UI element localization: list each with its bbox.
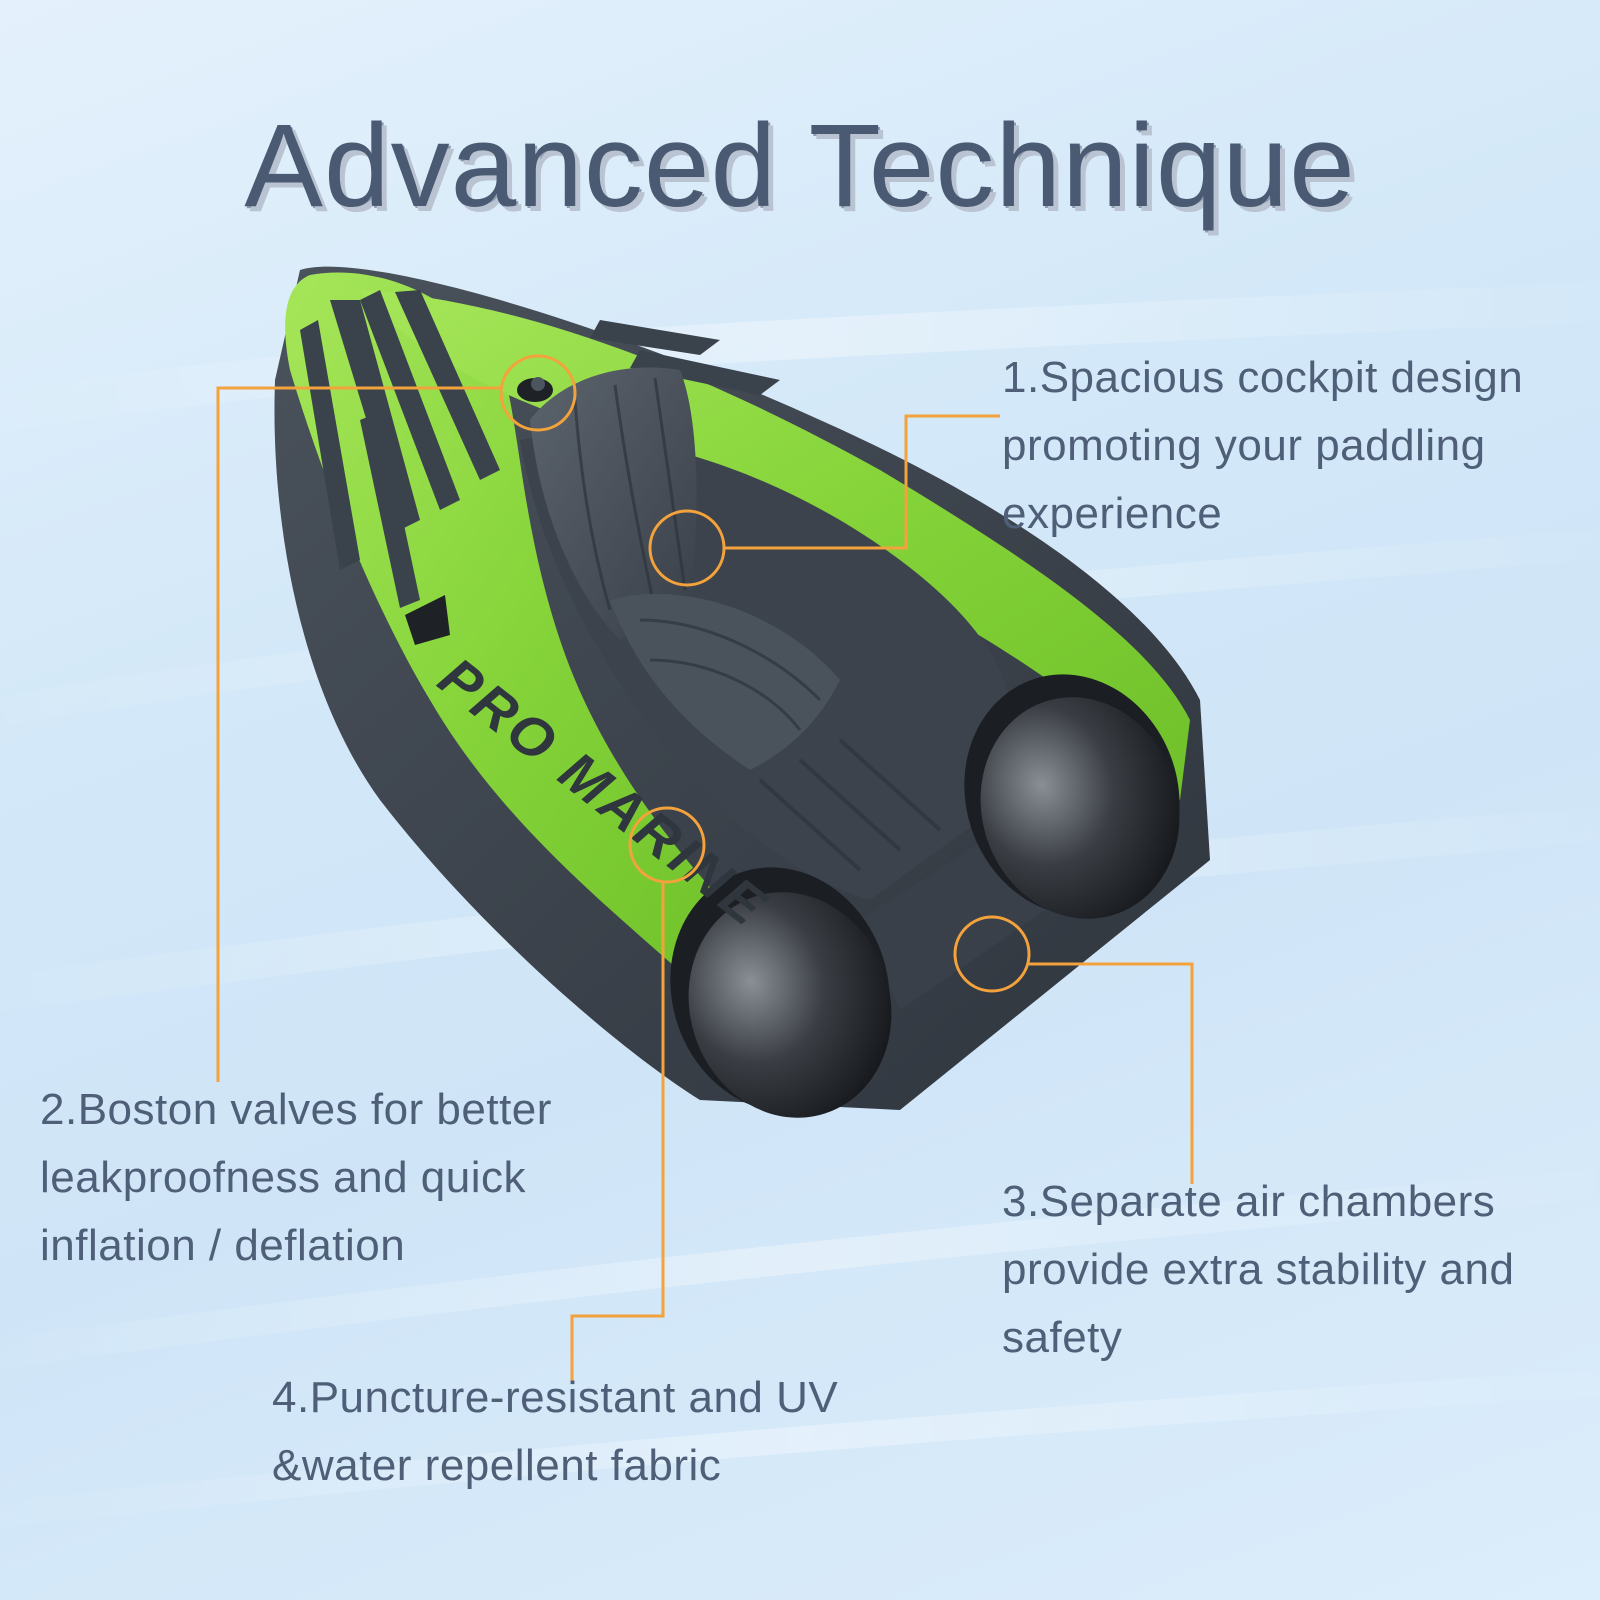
feature-chambers-line-2: provide extra stability and — [1002, 1245, 1515, 1294]
bow-stripes — [300, 290, 780, 608]
feature-cockpit: 1.Spacious cockpit design promoting your… — [1002, 344, 1600, 548]
feature-valves-line-2: leakproofness and quick — [40, 1153, 527, 1202]
callout-marker-valve — [499, 354, 577, 432]
callout-marker-fabric — [628, 806, 706, 884]
left-end-cap — [670, 867, 892, 1118]
d-ring-icon — [405, 595, 450, 645]
feature-cockpit-line-3: experience — [1002, 489, 1223, 538]
callout-lines — [216, 354, 1194, 1382]
feature-fabric-line-1: 4.Puncture-resistant and UV — [272, 1373, 839, 1422]
page-title: Advanced Technique — [244, 100, 1356, 232]
seat-back — [530, 367, 697, 640]
feature-valves: 2.Boston valves for better leakproofness… — [40, 1076, 660, 1280]
valve-icon — [517, 377, 553, 402]
feature-valves-line-3: inflation / deflation — [40, 1221, 406, 1270]
feature-chambers-line-1: 3.Separate air chambers — [1002, 1177, 1496, 1226]
callout-marker-chambers — [953, 915, 1031, 993]
feature-valves-line-1: 2.Boston valves for better — [40, 1085, 552, 1134]
right-end-cap — [964, 674, 1180, 919]
feature-chambers: 3.Separate air chambers provide extra st… — [1002, 1168, 1592, 1372]
seat-cushion — [610, 593, 840, 770]
feature-chambers-line-3: safety — [1002, 1313, 1123, 1362]
feature-cockpit-line-1: 1.Spacious cockpit design — [1002, 353, 1524, 402]
feature-cockpit-line-2: promoting your paddling — [1002, 421, 1486, 470]
feature-fabric: 4.Puncture-resistant and UV &water repel… — [272, 1364, 952, 1500]
kayak-left-tube — [285, 272, 760, 980]
feature-fabric-line-2: &water repellent fabric — [272, 1441, 722, 1490]
